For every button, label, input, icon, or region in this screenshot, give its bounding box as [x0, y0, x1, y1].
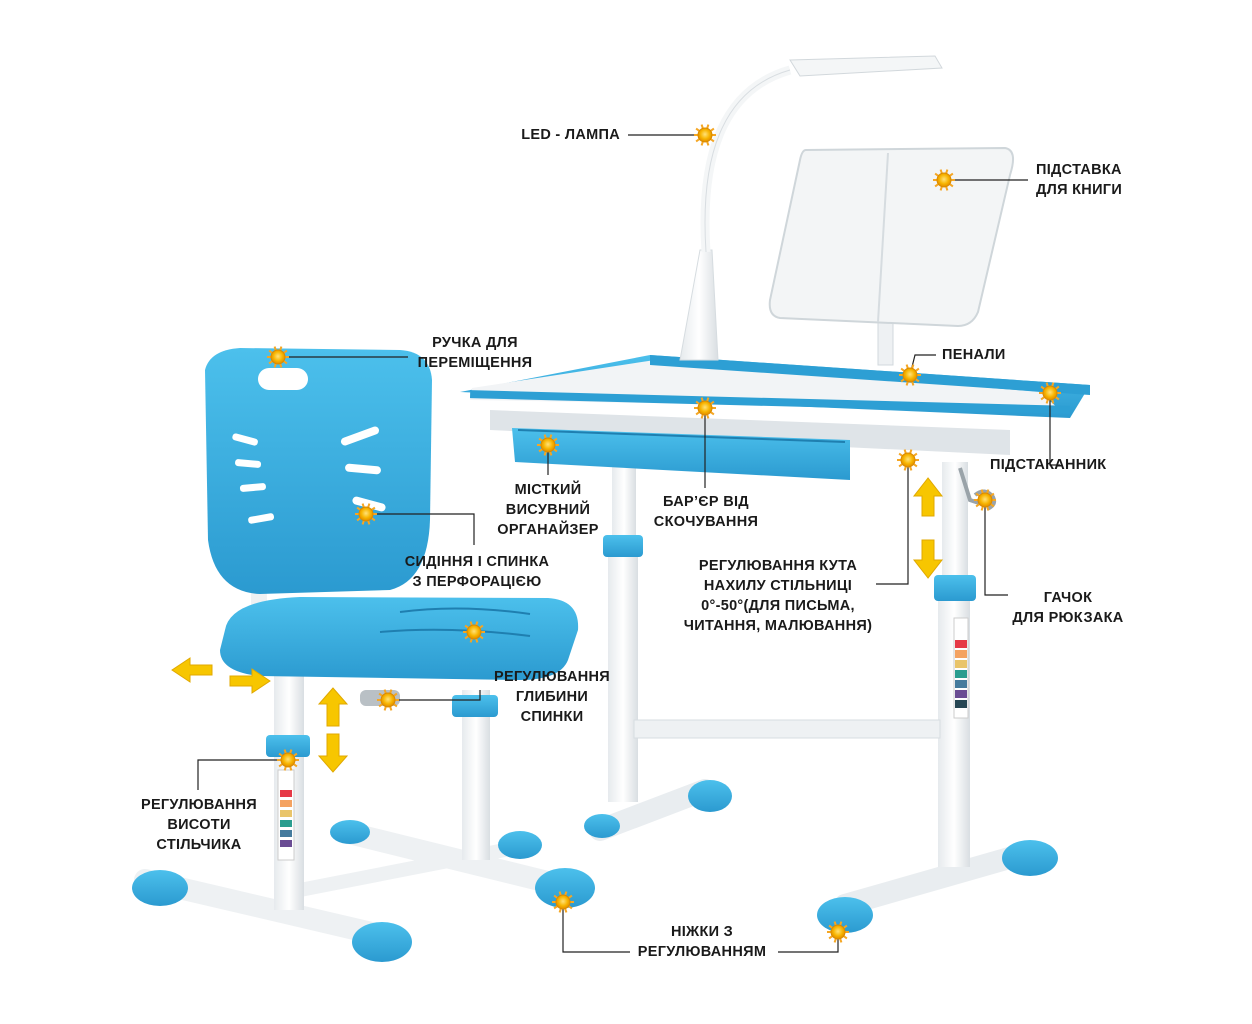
sun-marker-icon [277, 749, 299, 771]
backrest-handle-hole [258, 368, 308, 390]
sun-marker-icon [897, 449, 919, 471]
label-cup-holder: ПІДСТАКАННИК [990, 457, 1107, 473]
desk-foot-cap [817, 897, 873, 933]
label-chair-height: РЕГУЛЮВАННЯ ВИСОТИ СТІЛЬЧИКА [140, 797, 258, 853]
sun-marker-icon [974, 489, 996, 511]
sun-marker-icon [899, 364, 921, 386]
desk-foot-cap [688, 780, 732, 812]
desk-frame [490, 410, 1010, 455]
chair-foot-cap [132, 870, 188, 906]
desk-foot-cap [1002, 840, 1058, 876]
desk-foot-cap [584, 814, 620, 838]
sun-marker-icon [552, 891, 574, 913]
sun-marker-icon [267, 346, 289, 368]
book-stand-board [768, 146, 1015, 328]
lamp-head [789, 55, 943, 77]
chair-foot-connector [293, 838, 537, 897]
label-backpack-hook: ГАЧОК ДЛЯ РЮКЗАКА [1012, 590, 1124, 626]
label-pencil-cases: ПЕНАЛИ [942, 347, 1006, 363]
desk-left-collar [603, 535, 643, 557]
sun-marker-icon [1039, 382, 1061, 404]
label-drawer-organizer: МІСТКИЙ ВИСУВНИЙ ОРГАНАЙЗЕР [497, 482, 599, 538]
sun-marker-icon [267, 124, 1061, 943]
label-led-lamp: LED - ЛАМПА [521, 127, 620, 143]
desk-right-collar [934, 575, 976, 601]
chair-foot-cap [498, 831, 542, 859]
label-seat-and-back: СИДІННЯ І СПИНКА З ПЕРФОРАЦІЄЮ [404, 554, 550, 590]
chair-foot-cap [535, 868, 595, 908]
label-adjustable-legs: НІЖКИ З РЕГУЛЮВАННЯМ [637, 924, 767, 960]
sun-marker-icon [377, 689, 399, 711]
chair-foot-cap [352, 922, 412, 962]
chair-backrest [205, 348, 432, 594]
label-book-stand: ПІДСТАВКА ДЛЯ КНИГИ [1036, 162, 1123, 198]
pencil-tray [650, 355, 1090, 395]
sun-marker-icon [694, 397, 716, 419]
desk [460, 55, 1090, 933]
sun-marker-icon [827, 921, 849, 943]
lamp-base [679, 249, 719, 361]
sun-marker-icon [694, 124, 716, 146]
lamp-neck [700, 65, 792, 253]
chair-foot-cap [330, 820, 370, 844]
chair-seat [220, 597, 579, 680]
height-scale-sticker [953, 617, 969, 719]
label-back-depth: РЕГУЛЮВАННЯ ГЛИБИНИ СПИНКИ [493, 669, 611, 725]
leader-lines [197, 134, 1060, 953]
sun-marker-icon [355, 503, 377, 525]
chair-right-leg [462, 690, 490, 860]
desk-crossbar [633, 719, 941, 739]
drawer-organizer [512, 428, 850, 480]
sun-marker-icon [933, 169, 955, 191]
sun-marker-icon [463, 621, 485, 643]
adjust-arrow-icon [171, 477, 944, 773]
label-tilt-adjustment: РЕГУЛЮВАННЯ КУТА НАХИЛУ СТІЛЬНИЦІ 0°-50°… [683, 558, 873, 634]
backpack-hook [973, 489, 997, 511]
label-anti-roll-barrier: БАР’ЄР ВІД СКОЧУВАННЯ [653, 494, 759, 530]
chair-left-collar [266, 735, 310, 757]
sun-marker-icon [537, 434, 559, 456]
desk-front-foot-bar [834, 844, 1031, 916]
desk-left-lower-leg [608, 552, 638, 802]
label-move-handle: РУЧКА ДЛЯ ПЕРЕМІЩЕННЯ [417, 335, 533, 371]
anti-roll-barrier [469, 390, 1071, 414]
chair-height-scale-sticker [277, 769, 295, 861]
